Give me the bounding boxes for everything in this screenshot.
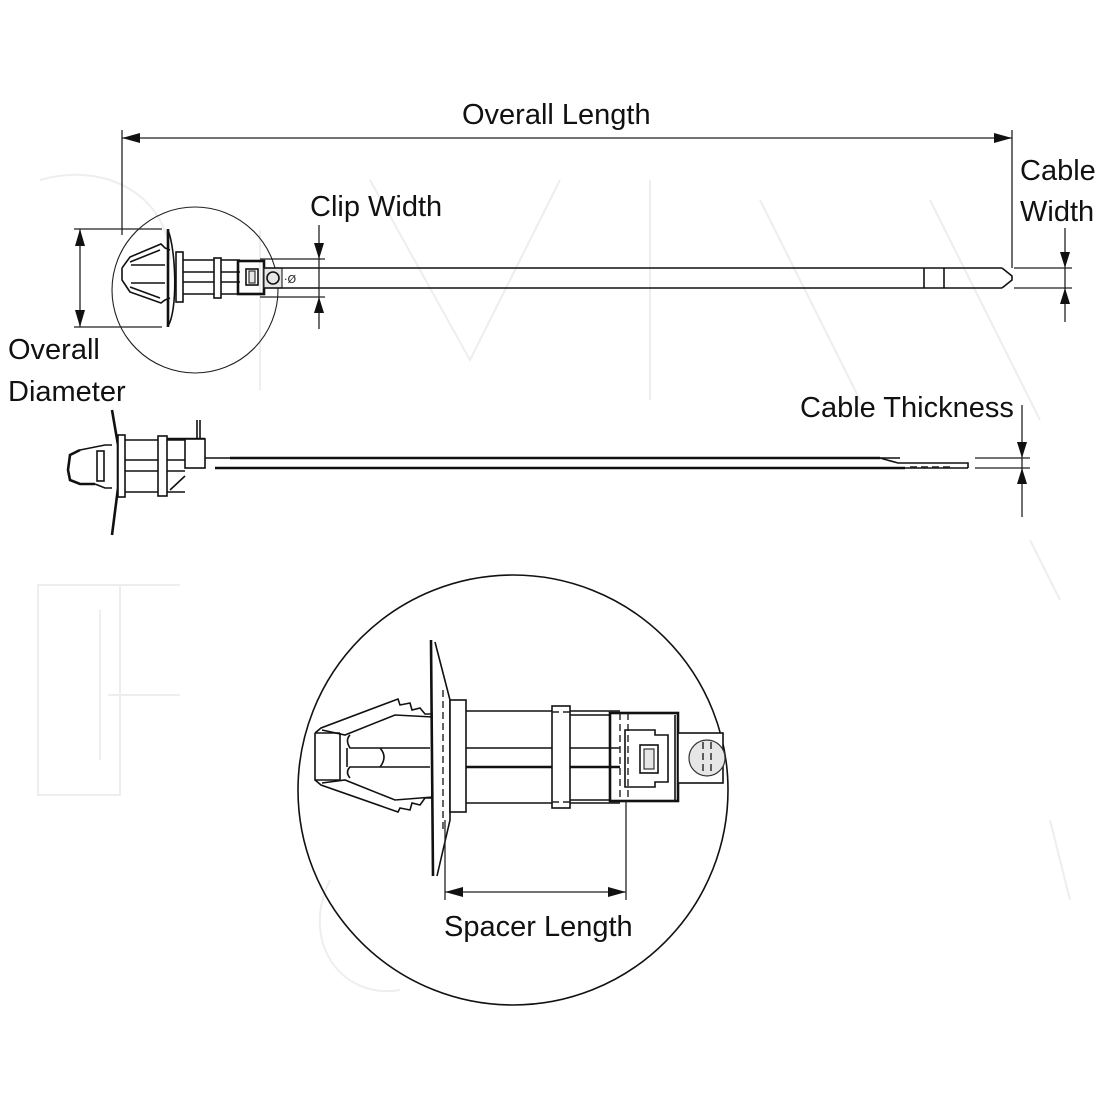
cable-thickness-dimension: Cable Thickness <box>800 392 1030 517</box>
overall-length-label: Overall Length <box>462 99 651 131</box>
side-view <box>66 409 969 536</box>
flange-detail <box>429 639 467 877</box>
clip-width-dimension: Clip Width <box>260 191 442 329</box>
flange-collar <box>175 251 184 303</box>
tie-head-detail <box>570 711 680 803</box>
watermark <box>37 173 1071 993</box>
overall-diameter-dimension <box>74 228 162 328</box>
detail-circle <box>297 574 729 1006</box>
spacer-length-label: Spacer Length <box>444 911 633 943</box>
detail-view: Spacer Length <box>297 574 729 1006</box>
overall-diameter-label-line2: Diameter <box>8 376 126 408</box>
spacer-length-dimension: Spacer Length <box>444 801 633 943</box>
clip-width-label: Clip Width <box>310 191 442 223</box>
top-view: Overall Length <box>8 99 1096 408</box>
fir-tree-clip-detail <box>314 697 434 813</box>
spacer-ring-top <box>213 257 222 299</box>
cable-width-label-line2: Width <box>1020 196 1094 228</box>
flange-side <box>110 409 120 536</box>
cable-width-label-line1: Cable <box>1020 155 1096 187</box>
spacer-ring-detail <box>551 705 571 809</box>
tail-detail <box>677 732 726 784</box>
overall-diameter-label-line1: Overall <box>8 334 100 366</box>
svg-text:·Ø: ·Ø <box>284 273 296 286</box>
cable-thickness-label: Cable Thickness <box>800 392 1014 424</box>
cable-width-dimension: Cable Width <box>1014 155 1096 322</box>
detail-circle-marker <box>111 206 279 374</box>
fir-tree-clip-top <box>121 243 171 304</box>
spacer-ring-side <box>157 435 168 497</box>
overall-length-dimension: Overall Length <box>121 99 1013 268</box>
